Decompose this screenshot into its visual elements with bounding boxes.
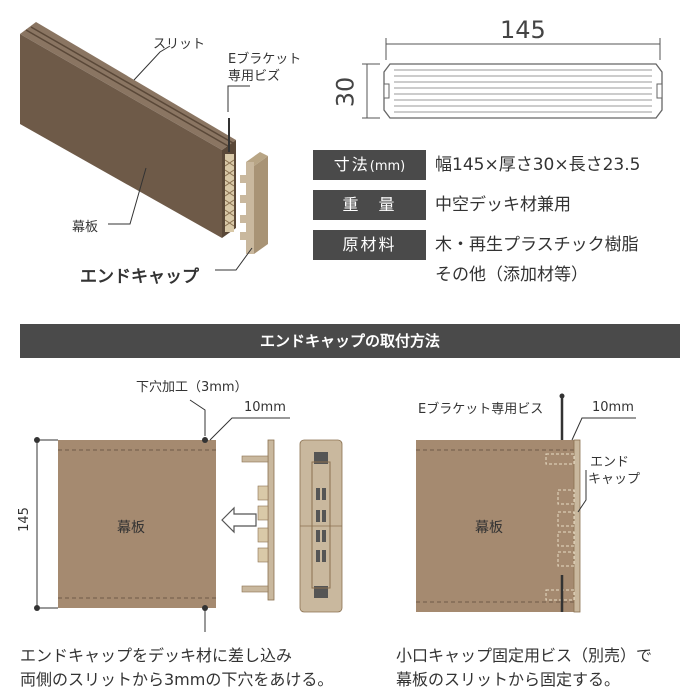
board-end-ribs-pattern [224, 159, 235, 227]
endcap-3d [240, 152, 268, 254]
banner-title: エンドキャップの取付方法 [259, 332, 440, 350]
profile-height-label: 30 [331, 76, 360, 108]
profile-outline [383, 63, 663, 119]
board-3d [20, 22, 236, 238]
board-label: 幕板 [72, 220, 99, 235]
right-endcap-label-1: エンド [590, 455, 630, 470]
top-left-leaders [108, 45, 253, 271]
leader-board [108, 167, 147, 225]
board-top-face [20, 22, 236, 150]
profile-width-label: 145 [500, 16, 546, 44]
caption-right-line2: 幕板のスリットから固定する。 [396, 670, 621, 689]
hole-label: 下穴加工（3mm） [136, 380, 248, 395]
left-install-diagram [34, 399, 343, 632]
slit-label: スリット [153, 37, 206, 52]
left-10mm-label: 10mm [244, 400, 286, 415]
board-slit-line [25, 29, 229, 147]
leader-slit [133, 45, 171, 81]
caption-left-line1: エンドキャップをデッキ材に差し込み [20, 646, 293, 665]
endcap-label: エンドキャップ [80, 267, 199, 287]
spec-value-weight: 中空デッキ材兼用 [435, 195, 571, 215]
spec-key-weight: 重 量 [313, 190, 426, 220]
spec-key-material: 原材料 [313, 230, 426, 260]
spec-value-size: 幅145×厚さ30×長さ23.5 [435, 155, 641, 175]
profile-section [362, 38, 663, 119]
spec-key-size: 寸法(mm) [313, 150, 426, 180]
spec-key-size-text: 寸法 [333, 155, 370, 174]
leader-endcap [215, 247, 253, 271]
install-method-banner: エンドキャップの取付方法 [20, 324, 680, 358]
spec-key-size-unit: (mm) [369, 159, 406, 174]
board-front-face [20, 34, 222, 238]
spec-value-material-2: その他（添加材等） [435, 265, 588, 285]
right-10mm-label: 10mm [592, 400, 634, 415]
bracket-screw-label-2: 専用ビズ [228, 69, 281, 84]
left-board-rect [58, 440, 216, 608]
caption-right-line1: 小口キャップ固定用ビス（別売）で [396, 646, 653, 665]
spec-value-material: 木・再生プラスチック樹脂 [435, 235, 639, 255]
left-board-label: 幕板 [117, 520, 145, 536]
board-slit-line [30, 26, 234, 144]
right-screw-label: Eブラケット専用ビス [418, 402, 544, 417]
right-board-rect [416, 440, 574, 612]
right-board-label: 幕板 [475, 520, 503, 536]
caption-left-line2: 両側のスリットから3mmの下穴をあける。 [20, 670, 334, 689]
leader-screw [227, 85, 250, 112]
right-endcap-label-2: キャップ [588, 472, 641, 487]
right-install-diagram [416, 393, 636, 613]
profile-ribs [394, 69, 652, 113]
left-145-label: 145 [16, 507, 32, 532]
insert-arrow [221, 506, 257, 534]
bracket-screw-label-1: Eブラケット [228, 52, 302, 67]
